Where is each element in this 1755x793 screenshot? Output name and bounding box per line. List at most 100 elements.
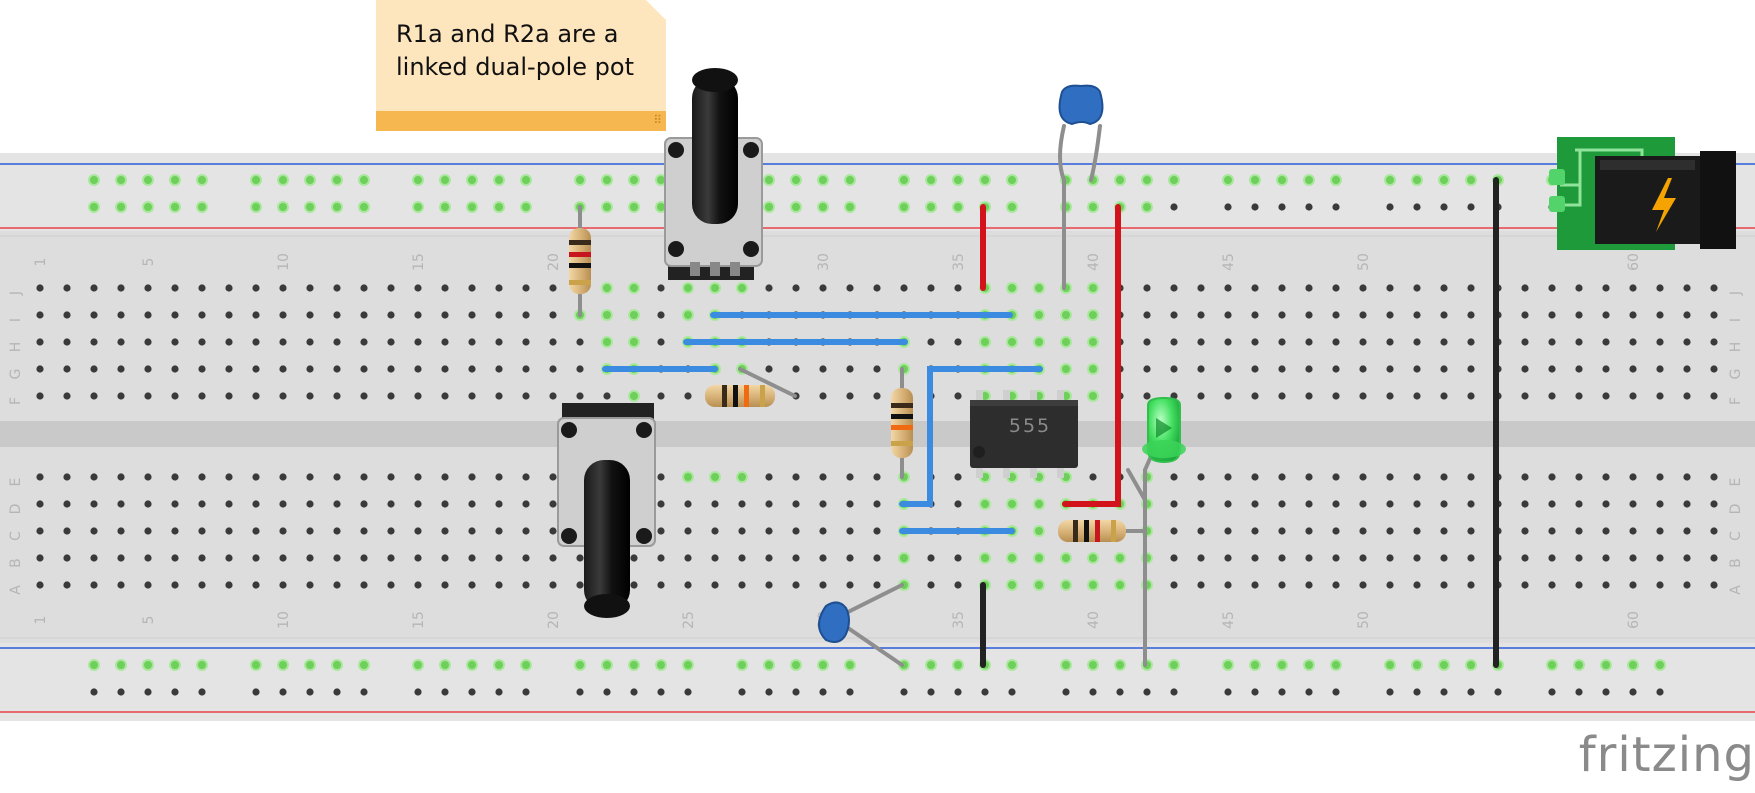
- breadboard-hole[interactable]: [682, 282, 694, 294]
- rail-hole[interactable]: [1303, 659, 1315, 671]
- breadboard-hole[interactable]: [1087, 390, 1099, 402]
- breadboard-hole[interactable]: [1629, 365, 1637, 373]
- breadboard-hole[interactable]: [1305, 554, 1313, 562]
- breadboard-hole[interactable]: [1278, 581, 1286, 589]
- breadboard-hole[interactable]: [225, 554, 233, 562]
- breadboard-hole[interactable]: [1710, 581, 1718, 589]
- breadboard-hole[interactable]: [1278, 473, 1286, 481]
- breadboard-hole[interactable]: [819, 392, 827, 400]
- breadboard-hole[interactable]: [1060, 336, 1072, 348]
- breadboard-hole[interactable]: [1197, 473, 1205, 481]
- breadboard-hole[interactable]: [1440, 500, 1448, 508]
- rail-hole[interactable]: [169, 659, 181, 671]
- breadboard-hole[interactable]: [36, 581, 44, 589]
- breadboard-hole[interactable]: [846, 473, 854, 481]
- breadboard-hole[interactable]: [711, 554, 719, 562]
- breadboard-hole[interactable]: [603, 392, 611, 400]
- breadboard-hole[interactable]: [576, 338, 584, 346]
- breadboard-hole[interactable]: [1467, 365, 1475, 373]
- breadboard-hole[interactable]: [1278, 365, 1286, 373]
- breadboard-hole[interactable]: [1629, 284, 1637, 292]
- breadboard-hole[interactable]: [1440, 527, 1448, 535]
- breadboard-hole[interactable]: [1197, 581, 1205, 589]
- breadboard-hole[interactable]: [1656, 311, 1664, 319]
- breadboard-hole[interactable]: [1278, 554, 1286, 562]
- rail-hole[interactable]: [900, 688, 908, 696]
- breadboard-hole[interactable]: [1467, 473, 1475, 481]
- breadboard-hole[interactable]: [846, 527, 854, 535]
- breadboard-hole[interactable]: [1006, 336, 1018, 348]
- rail-hole[interactable]: [277, 174, 289, 186]
- rail-hole[interactable]: [520, 201, 532, 213]
- breadboard-hole[interactable]: [1683, 311, 1691, 319]
- breadboard-hole[interactable]: [1629, 473, 1637, 481]
- breadboard-hole[interactable]: [306, 581, 314, 589]
- breadboard-hole[interactable]: [441, 392, 449, 400]
- rail-hole[interactable]: [117, 688, 125, 696]
- breadboard-hole[interactable]: [522, 581, 530, 589]
- breadboard-hole[interactable]: [765, 527, 773, 535]
- rail-hole[interactable]: [1006, 659, 1018, 671]
- breadboard-hole[interactable]: [1656, 581, 1664, 589]
- rail-hole[interactable]: [1170, 688, 1178, 696]
- breadboard-hole[interactable]: [873, 392, 881, 400]
- breadboard-hole[interactable]: [117, 473, 125, 481]
- breadboard-hole[interactable]: [657, 581, 665, 589]
- rail-hole[interactable]: [1305, 203, 1313, 211]
- breadboard-hole[interactable]: [709, 471, 721, 483]
- breadboard-hole[interactable]: [414, 284, 422, 292]
- breadboard-hole[interactable]: [360, 554, 368, 562]
- breadboard-hole[interactable]: [306, 554, 314, 562]
- breadboard-hole[interactable]: [1224, 284, 1232, 292]
- breadboard-hole[interactable]: [1087, 336, 1099, 348]
- rail-hole[interactable]: [495, 688, 503, 696]
- breadboard-hole[interactable]: [117, 554, 125, 562]
- breadboard-hole[interactable]: [90, 338, 98, 346]
- rail-hole[interactable]: [88, 174, 100, 186]
- breadboard-hole[interactable]: [1521, 554, 1529, 562]
- breadboard-hole[interactable]: [522, 473, 530, 481]
- breadboard-hole[interactable]: [252, 284, 260, 292]
- breadboard-hole[interactable]: [1251, 581, 1259, 589]
- rail-hole[interactable]: [1384, 174, 1396, 186]
- breadboard-hole[interactable]: [252, 500, 260, 508]
- rail-hole[interactable]: [1062, 688, 1070, 696]
- rail-hole[interactable]: [169, 201, 181, 213]
- breadboard-hole[interactable]: [576, 554, 584, 562]
- breadboard-hole[interactable]: [1440, 284, 1448, 292]
- breadboard-hole[interactable]: [495, 338, 503, 346]
- rail-hole[interactable]: [250, 659, 262, 671]
- rail-hole[interactable]: [1467, 688, 1475, 696]
- rail-hole[interactable]: [333, 688, 341, 696]
- rail-hole[interactable]: [684, 688, 692, 696]
- breadboard-hole[interactable]: [1332, 581, 1340, 589]
- breadboard-hole[interactable]: [657, 554, 665, 562]
- rail-hole[interactable]: [1114, 174, 1126, 186]
- rail-hole[interactable]: [88, 659, 100, 671]
- breadboard-hole[interactable]: [360, 311, 368, 319]
- breadboard-hole[interactable]: [657, 500, 665, 508]
- breadboard-hole[interactable]: [36, 392, 44, 400]
- breadboard-hole[interactable]: [1332, 338, 1340, 346]
- breadboard-hole[interactable]: [225, 284, 233, 292]
- breadboard-hole[interactable]: [1251, 473, 1259, 481]
- breadboard-hole[interactable]: [468, 284, 476, 292]
- breadboard-hole[interactable]: [36, 311, 44, 319]
- breadboard-hole[interactable]: [144, 527, 152, 535]
- rail-hole[interactable]: [493, 659, 505, 671]
- rail-hole[interactable]: [1386, 688, 1394, 696]
- breadboard-hole[interactable]: [1467, 527, 1475, 535]
- breadboard-hole[interactable]: [360, 500, 368, 508]
- breadboard-hole[interactable]: [36, 365, 44, 373]
- breadboard-hole[interactable]: [414, 500, 422, 508]
- breadboard-hole[interactable]: [360, 338, 368, 346]
- rail-hole[interactable]: [304, 659, 316, 671]
- breadboard-hole[interactable]: [1467, 311, 1475, 319]
- rail-hole[interactable]: [655, 659, 667, 671]
- breadboard-hole[interactable]: [468, 311, 476, 319]
- rail-hole[interactable]: [1087, 201, 1099, 213]
- breadboard-hole[interactable]: [441, 284, 449, 292]
- breadboard-hole[interactable]: [333, 527, 341, 535]
- breadboard-hole[interactable]: [1278, 284, 1286, 292]
- breadboard-hole[interactable]: [657, 392, 665, 400]
